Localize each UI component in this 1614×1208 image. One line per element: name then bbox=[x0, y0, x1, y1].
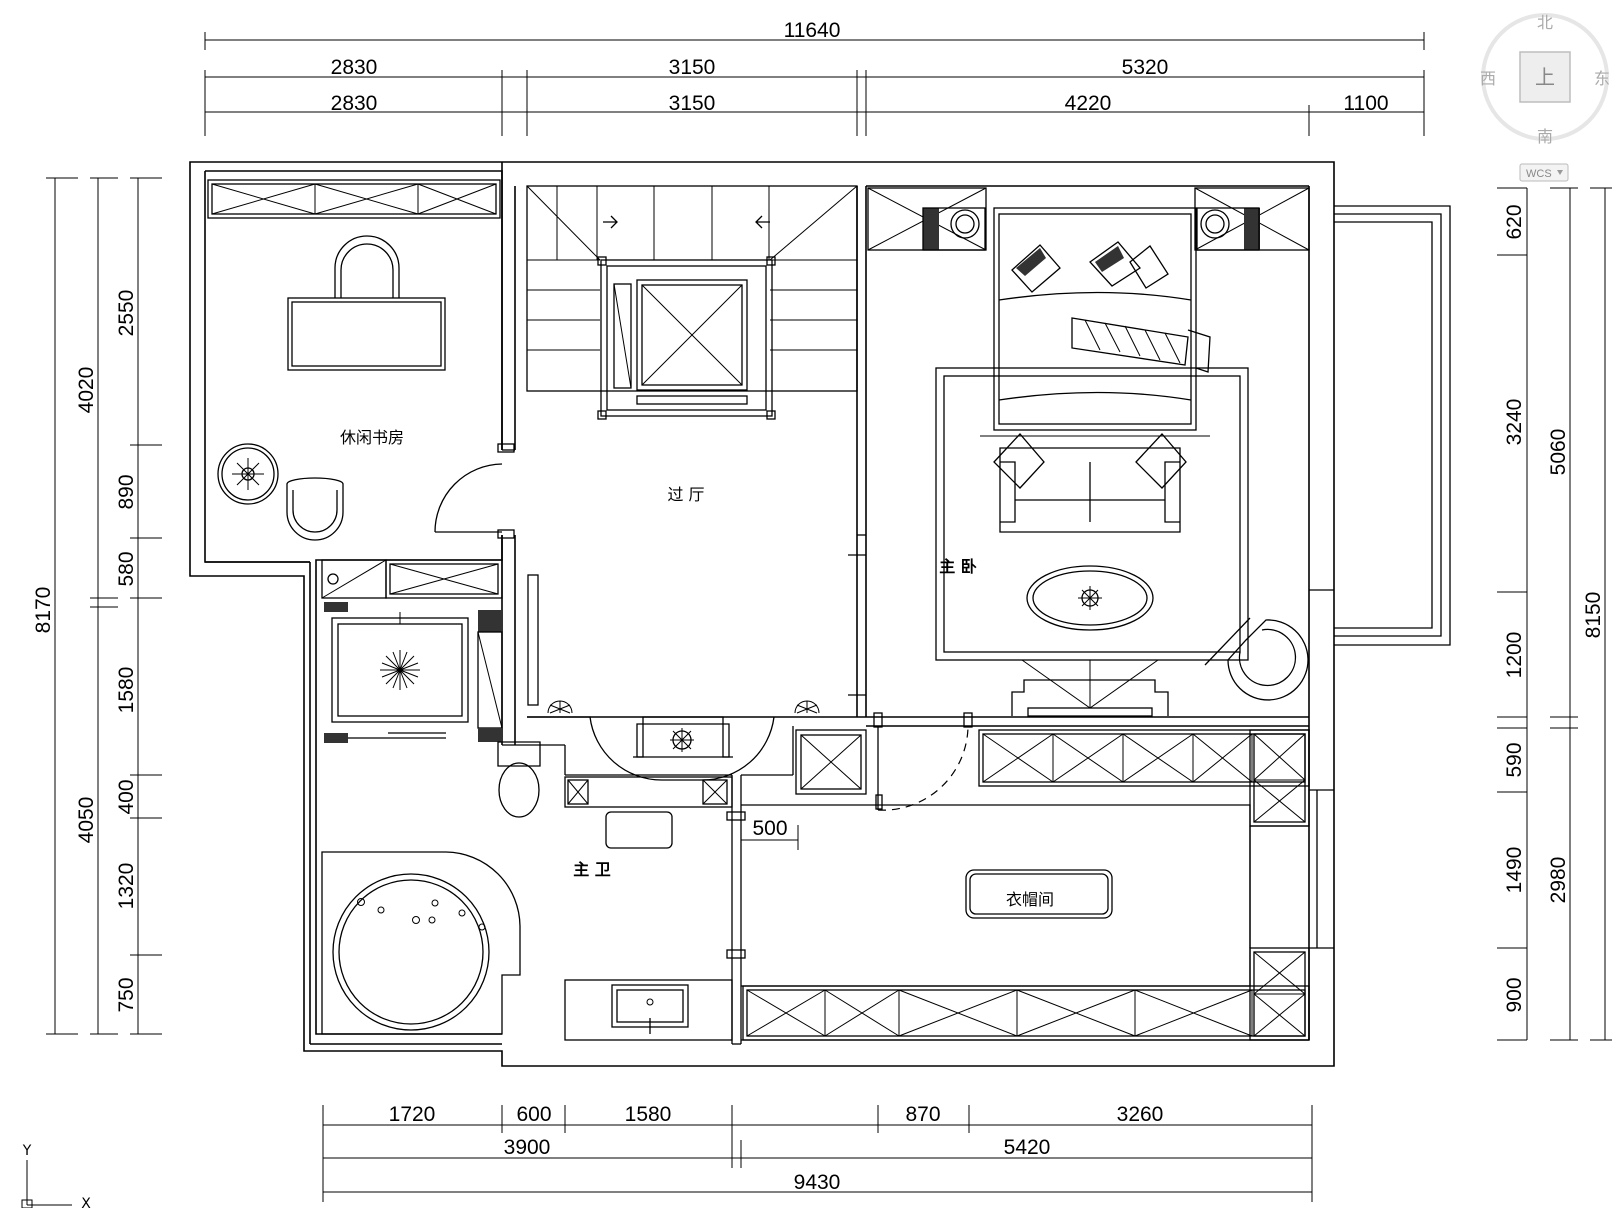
hall-room: 过 厅 bbox=[527, 485, 820, 758]
left-dimensions: 8170 4020 4050 2550 890 580 1580 400 132… bbox=[32, 177, 162, 1035]
dim-left-inner-6: 1320 bbox=[115, 863, 138, 910]
dim-top-row3-1: 2830 bbox=[331, 92, 378, 115]
dim-bottom-total: 9430 bbox=[794, 1171, 841, 1194]
compass-west: 西 bbox=[1480, 69, 1496, 88]
room-label-master-bath: 主 卫 bbox=[573, 860, 611, 879]
arrow-left-icon bbox=[755, 215, 770, 229]
dim-left-inner-2: 890 bbox=[115, 474, 138, 509]
dim-left-inner-5: 400 bbox=[115, 779, 138, 814]
study-room: 休闲书房 bbox=[207, 179, 515, 541]
ucs-y-label: Y bbox=[22, 1143, 32, 1159]
dim-top-row2-1: 2830 bbox=[331, 56, 378, 79]
dim-right-inner-4: 590 bbox=[1503, 742, 1526, 777]
dim-top-row2-2: 3150 bbox=[669, 56, 716, 79]
wardrobe-room: 衣帽间 500 bbox=[740, 726, 1310, 1041]
dim-bottom-row1-3: 1580 bbox=[625, 1103, 672, 1126]
compass-south: 南 bbox=[1537, 127, 1553, 146]
dim-bottom-row1-1: 1720 bbox=[389, 1103, 436, 1126]
ucs-icon: Y X bbox=[21, 1143, 91, 1208]
compass-center: 上 bbox=[1535, 65, 1555, 89]
dim-bottom-row1-5: 3260 bbox=[1117, 1103, 1164, 1126]
stair-elevator bbox=[526, 185, 858, 420]
master-bath: 主 卫 bbox=[321, 559, 733, 1041]
dim-door-offset: 500 bbox=[752, 817, 787, 840]
dim-top-row3-2: 3150 bbox=[669, 92, 716, 115]
room-label-hall: 过 厅 bbox=[667, 485, 704, 504]
top-dimensions: 11640 2830 3150 5320 2830 3150 4220 1100 bbox=[204, 19, 1425, 136]
arrow-right-icon bbox=[603, 215, 618, 229]
dim-right-inner-1: 620 bbox=[1503, 204, 1526, 239]
dim-bottom-row1-2: 600 bbox=[516, 1103, 551, 1126]
master-bedroom: 主 卧 bbox=[867, 187, 1310, 717]
compass-north: 北 bbox=[1537, 13, 1553, 32]
dim-left-inner-1: 2550 bbox=[115, 290, 138, 337]
dim-left-mid-2: 4050 bbox=[75, 797, 98, 844]
view-cube[interactable]: 上 北 南 西 东 bbox=[1480, 13, 1610, 146]
dim-bottom-row2-2: 5420 bbox=[1004, 1136, 1051, 1159]
compass-east: 东 bbox=[1594, 69, 1610, 88]
dim-right-inner-5: 1490 bbox=[1503, 847, 1526, 894]
interior-walls bbox=[501, 171, 1309, 1045]
room-label-wardrobe: 衣帽间 bbox=[1006, 890, 1054, 909]
chevron-down-icon bbox=[1557, 170, 1563, 175]
wcs-button[interactable]: WCS bbox=[1519, 163, 1569, 182]
right-dimensions: 620 3240 1200 590 1490 900 5060 2980 815… bbox=[1497, 187, 1612, 1041]
dim-right-mid-1: 5060 bbox=[1547, 429, 1570, 476]
wcs-label: WCS bbox=[1526, 168, 1552, 180]
dim-left-inner-3: 580 bbox=[115, 551, 138, 586]
dim-right-inner-6: 900 bbox=[1503, 977, 1526, 1012]
dim-top-row3-4: 1100 bbox=[1343, 92, 1388, 115]
dim-left-inner-4: 1580 bbox=[115, 667, 138, 714]
room-label-study: 休闲书房 bbox=[340, 428, 404, 447]
ucs-x-label: X bbox=[81, 1196, 91, 1208]
dim-bottom-row1-4: 870 bbox=[905, 1103, 940, 1126]
dim-right-total: 8150 bbox=[1582, 592, 1605, 639]
dim-right-mid-2: 2980 bbox=[1547, 857, 1570, 904]
dim-left-mid-1: 4020 bbox=[75, 367, 98, 414]
dim-right-inner-2: 3240 bbox=[1503, 399, 1526, 446]
dim-top-total: 11640 bbox=[784, 19, 841, 42]
dim-right-inner-3: 1200 bbox=[1503, 632, 1526, 679]
room-label-master-bedroom: 主 卧 bbox=[939, 557, 977, 576]
dim-bottom-row2-1: 3900 bbox=[504, 1136, 551, 1159]
dim-top-row3-3: 4220 bbox=[1065, 92, 1112, 115]
dim-left-total: 8170 bbox=[32, 587, 55, 634]
dim-top-row2-3: 5320 bbox=[1122, 56, 1169, 79]
bottom-dimensions: 1720 600 1580 870 3260 3900 5420 9430 bbox=[322, 1103, 1313, 1202]
dim-left-inner-7: 750 bbox=[115, 977, 138, 1012]
